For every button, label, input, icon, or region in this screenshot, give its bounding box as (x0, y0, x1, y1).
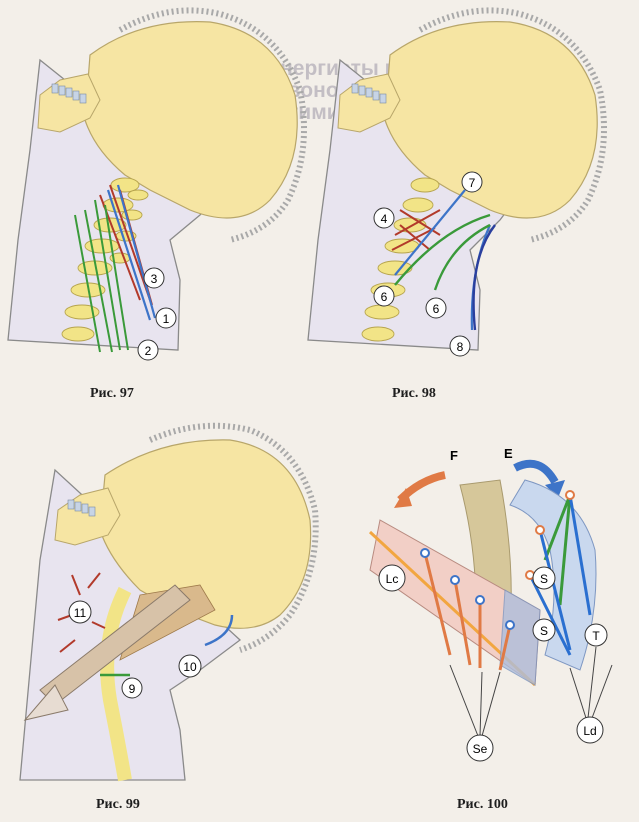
svg-text:T: T (592, 629, 600, 643)
figure-97: 3 1 2 (7, 7, 307, 361)
figure-98-label-6b: 6 (425, 297, 447, 319)
figure-100: F E (368, 446, 613, 762)
figure-100-label-e: E (504, 446, 513, 461)
svg-text:7: 7 (469, 176, 476, 190)
caption-figure-100: Рис. 100 (457, 797, 508, 812)
figure-99-label-11: 11 (68, 600, 92, 624)
figure-100-label-s1: S (532, 566, 556, 590)
caption-figure-99: Рис. 99 (96, 797, 140, 812)
svg-text:4: 4 (381, 212, 388, 226)
figure-99: 11 10 9 (19, 422, 319, 782)
figure-100-label-ld: Ld (576, 716, 604, 744)
figure-100-label-t: T (584, 623, 608, 647)
svg-text:11: 11 (74, 606, 87, 620)
svg-text:10: 10 (183, 660, 197, 674)
svg-text:Ld: Ld (583, 724, 596, 738)
figure-100-label-se: Se (466, 734, 494, 762)
figure-97-label-2: 2 (137, 339, 159, 361)
figure-98: 7 4 6 6 8 (307, 7, 607, 357)
figure-100-label-s2: S (532, 618, 556, 642)
figure-99-label-9: 9 (121, 677, 143, 699)
svg-text:Lc: Lc (386, 572, 399, 586)
figure-98-label-7: 7 (461, 171, 483, 193)
svg-text:6: 6 (433, 302, 440, 316)
svg-text:1: 1 (163, 312, 170, 326)
figure-97-label-1: 1 (155, 307, 177, 329)
figure-98-label-8: 8 (449, 335, 471, 357)
caption-figure-97: Рис. 97 (90, 386, 134, 401)
figure-98-label-6a: 6 (373, 285, 395, 307)
svg-text:2: 2 (145, 344, 152, 358)
figure-98-label-4: 4 (373, 207, 395, 229)
svg-text:3: 3 (151, 272, 158, 286)
figure-100-label-lc: Lc (378, 564, 406, 592)
figure-100-label-f: F (450, 448, 458, 463)
svg-text:Se: Se (473, 742, 488, 756)
svg-text:8: 8 (457, 340, 464, 354)
svg-text:S: S (540, 572, 548, 586)
caption-figure-98: Рис. 98 (392, 386, 436, 401)
svg-text:S: S (540, 624, 548, 638)
figure-97-label-3: 3 (143, 267, 165, 289)
figure-99-label-10: 10 (178, 654, 202, 678)
svg-text:6: 6 (381, 290, 388, 304)
svg-text:9: 9 (129, 682, 136, 696)
